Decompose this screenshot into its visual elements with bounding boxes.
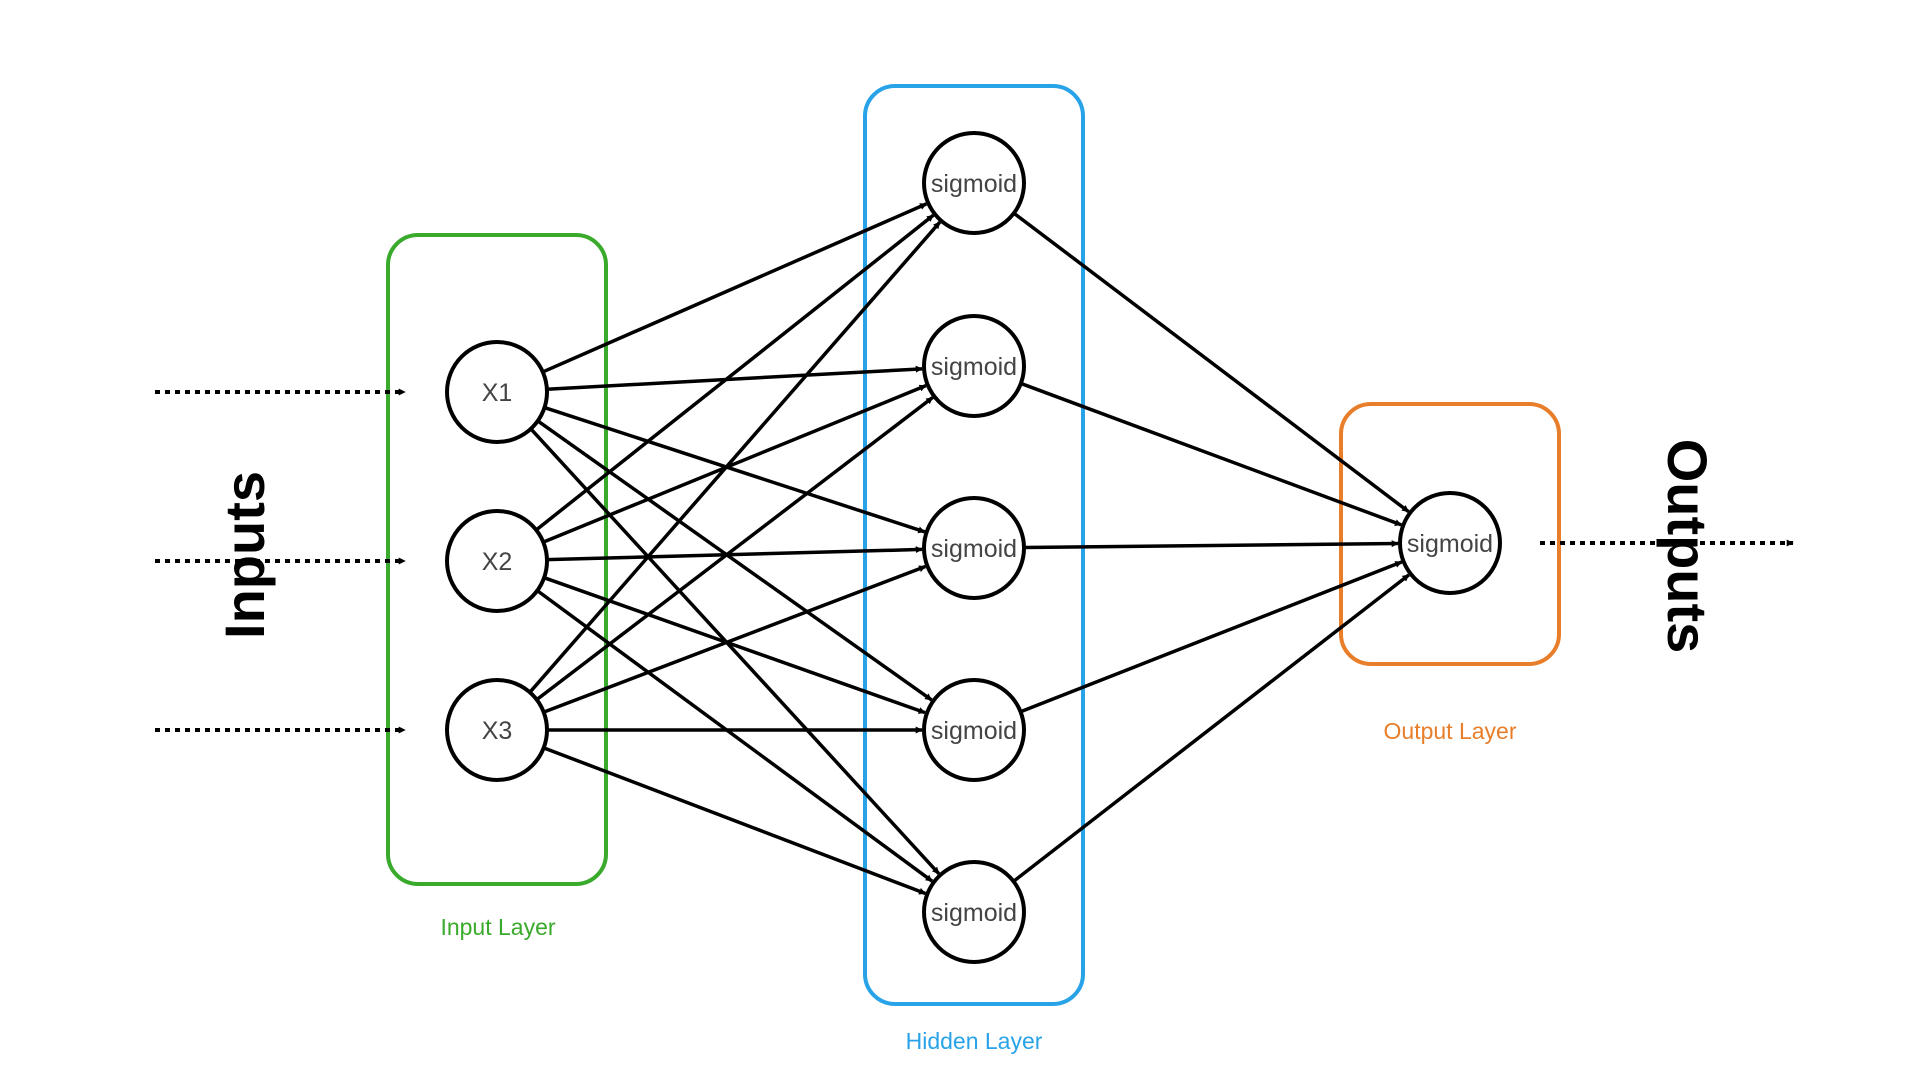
hidden-node-3-circle	[922, 496, 1026, 600]
hidden-node-3: sigmoid	[922, 496, 1026, 600]
input-layer-label: Input Layer	[440, 914, 555, 940]
input-node-2-circle	[445, 509, 549, 613]
hidden-node-3-label: sigmoid	[931, 535, 1017, 563]
input-node-1: X1	[445, 340, 549, 444]
edge-input2-hidden5	[536, 589, 934, 883]
hidden-node-5: sigmoid	[922, 860, 1026, 964]
edge-input3-hidden3	[543, 564, 927, 714]
edge-hidden5-output1	[1012, 573, 1410, 883]
edge-hidden3-output1	[1023, 540, 1399, 550]
hidden-node-4-circle	[922, 678, 1026, 782]
edge-input1-hidden3	[543, 405, 926, 534]
edge-input3-hidden2	[535, 396, 934, 702]
edge-hidden4-output1	[1019, 560, 1403, 714]
edge-input3-hidden1	[528, 221, 942, 694]
edge-input2-hidden3	[546, 546, 923, 562]
io-arrows	[155, 388, 1794, 734]
input-node-2-label: X2	[482, 548, 513, 576]
input-node-2: X2	[445, 509, 549, 613]
output-node-1-circle	[1398, 491, 1502, 595]
hidden-node-2-label: sigmoid	[931, 353, 1017, 381]
hidden-node-1-circle	[922, 131, 1026, 235]
hidden-layer-box	[863, 84, 1085, 1006]
edge-hidden2-output1	[1020, 381, 1402, 527]
input-node-1-circle	[445, 340, 549, 444]
hidden-node-4: sigmoid	[922, 678, 1026, 782]
hidden-node-1-label: sigmoid	[931, 170, 1017, 198]
input-node-1-label: X1	[482, 379, 513, 407]
input-node-3: X3	[445, 678, 549, 782]
edge-input2-hidden1	[535, 213, 935, 532]
output-layer-label: Output Layer	[1384, 718, 1517, 744]
edge-input2-hidden2	[542, 384, 927, 544]
outputs-side-label: Outputs	[1656, 439, 1719, 654]
connection-edges	[528, 202, 1410, 896]
inputs-side-label: Inputs	[213, 471, 276, 639]
input-node-3-circle	[445, 678, 549, 782]
edge-input2-hidden4	[543, 576, 926, 715]
hidden-node-1: sigmoid	[922, 131, 1026, 235]
hidden-node-5-label: sigmoid	[931, 899, 1017, 927]
edge-input1-hidden5	[529, 427, 941, 875]
output-node-1-label: sigmoid	[1407, 530, 1493, 558]
hidden-node-4-label: sigmoid	[931, 717, 1017, 745]
edge-hidden1-output1	[1012, 211, 1410, 514]
hidden-node-5-circle	[922, 860, 1026, 964]
hidden-layer-label: Hidden Layer	[906, 1028, 1043, 1054]
output-layer-box	[1339, 402, 1561, 666]
input-node-3-label: X3	[482, 717, 513, 745]
edge-input1-hidden2	[546, 365, 923, 392]
edge-input1-hidden1	[542, 202, 928, 374]
hidden-node-2-circle	[922, 314, 1026, 418]
edge-input1-hidden4	[536, 419, 933, 702]
edge-input3-hidden5	[543, 746, 927, 896]
hidden-node-2: sigmoid	[922, 314, 1026, 418]
output-node-1: sigmoid	[1398, 491, 1502, 595]
